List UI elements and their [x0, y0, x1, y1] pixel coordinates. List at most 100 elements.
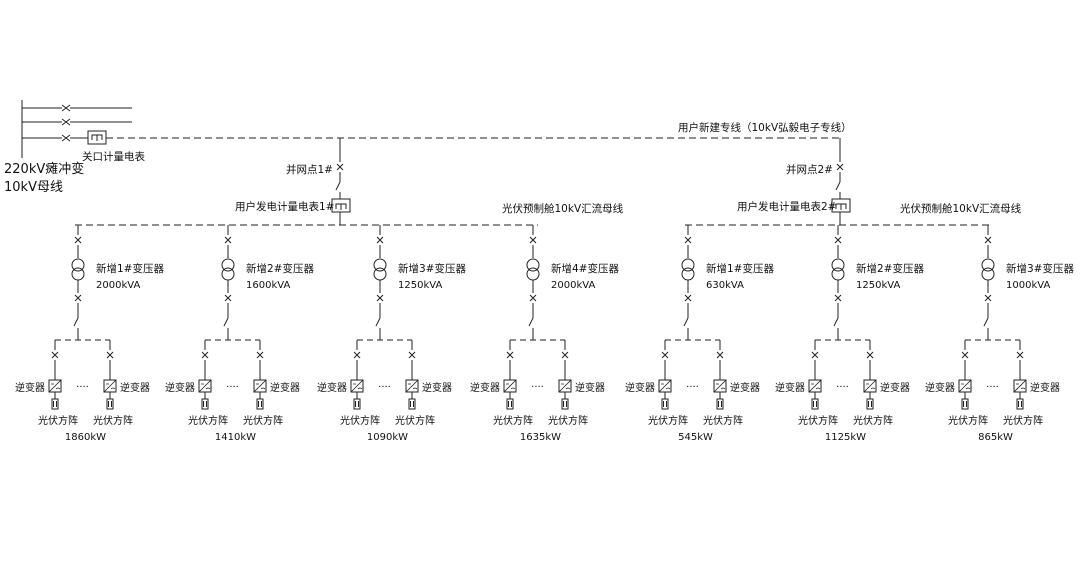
branch-breaker-hv — [529, 236, 537, 244]
grid-point-breaker — [336, 163, 344, 171]
transformer-name: 新增4#变压器 — [551, 262, 619, 275]
pv-array-label: 光伏方阵 — [188, 414, 228, 427]
inverter-breaker — [256, 351, 264, 359]
inverter-breaker — [408, 351, 416, 359]
transformer-winding-lv — [681, 267, 695, 281]
inverter-symbol-mark — [103, 379, 117, 393]
branch-breaker-lv — [74, 294, 82, 302]
transformer-winding-lv — [221, 267, 235, 281]
inverter-label: 逆变器 — [317, 381, 347, 394]
transformer-winding-hv — [831, 258, 845, 272]
pv-total-power: 1090kW — [367, 432, 408, 443]
branch-breaker-lv — [684, 294, 692, 302]
inverter-label: 逆变器 — [470, 381, 500, 394]
inverter-symbol-mark — [253, 379, 267, 393]
transformer-winding-hv — [221, 258, 235, 272]
inverter-breaker — [561, 351, 569, 359]
inverter-breaker — [866, 351, 874, 359]
transformer-name: 新增1#变压器 — [96, 262, 164, 275]
pv-array-symbol — [256, 398, 264, 410]
pv-array-label: 光伏方阵 — [853, 414, 893, 427]
inverter-breaker — [811, 351, 819, 359]
branch-disconnector — [223, 317, 229, 327]
pv-total-power: 1635kW — [520, 432, 561, 443]
gateway-meter-inner — [91, 134, 103, 141]
pv-array-symbol — [353, 398, 361, 410]
inverter-label: 逆变器 — [120, 381, 150, 394]
inverter-label: 逆变器 — [575, 381, 605, 394]
inverter-breaker — [716, 351, 724, 359]
ellipsis-dots: ···· — [686, 382, 699, 393]
inverter-label: 逆变器 — [775, 381, 805, 394]
inverter-label: 逆变器 — [270, 381, 300, 394]
transformer-name: 新增1#变压器 — [706, 262, 774, 275]
pv-total-power: 865kW — [978, 432, 1013, 443]
generation-meter-symbol — [331, 198, 351, 213]
pv-system-2: 并网点2#用户发电计量电表2#光伏预制舱10kV汇流母线新增1#变压器630kV… — [625, 138, 1074, 443]
transformer-winding-lv — [526, 267, 540, 281]
transformer-winding-lv — [71, 267, 85, 281]
branch-breaker-hv — [984, 236, 992, 244]
pv-array-symbol — [51, 398, 59, 410]
dedicated-line-label: 用户新建专线（10kV弘毅电子专线） — [678, 121, 852, 134]
pv-array-label: 光伏方阵 — [798, 414, 838, 427]
ellipsis-dots: ···· — [76, 382, 89, 393]
inverter-breaker — [506, 351, 514, 359]
pv-system-1: 并网点1#用户发电计量电表1#光伏预制舱10kV汇流母线新增1#变压器2000k… — [15, 138, 624, 443]
transformer-capacity: 1250kVA — [398, 280, 442, 291]
branch-breaker-hv — [684, 236, 692, 244]
source-breaker-1 — [61, 104, 71, 112]
collector-bus-label: 光伏预制舱10kV汇流母线 — [502, 202, 624, 215]
inverter-label: 逆变器 — [625, 381, 655, 394]
pv-array-label: 光伏方阵 — [648, 414, 688, 427]
inverter-label: 逆变器 — [422, 381, 452, 394]
inverter-label: 逆变器 — [730, 381, 760, 394]
source-section — [21, 100, 840, 158]
transformer-capacity: 2000kVA — [551, 280, 595, 291]
branch-breaker-lv — [224, 294, 232, 302]
branch-breaker-hv — [224, 236, 232, 244]
collector-bus-label: 光伏预制舱10kV汇流母线 — [900, 202, 1022, 215]
pv-array-label: 光伏方阵 — [703, 414, 743, 427]
grid-point-label: 并网点2# — [786, 163, 833, 176]
transformer-winding-lv — [831, 267, 845, 281]
pv-total-power: 1410kW — [215, 432, 256, 443]
branch-breaker-lv — [529, 294, 537, 302]
inverter-symbol-mark — [1013, 379, 1027, 393]
transformer-name: 新增3#变压器 — [398, 262, 466, 275]
inverter-symbol-mark — [558, 379, 572, 393]
pv-array-symbol — [716, 398, 724, 410]
inverter-symbol-mark — [198, 379, 212, 393]
branch-breaker-lv — [376, 294, 384, 302]
transformer-winding-hv — [681, 258, 695, 272]
inverter-symbol-mark — [503, 379, 517, 393]
transformer-capacity: 1250kVA — [856, 280, 900, 291]
transformer-winding-lv — [373, 267, 387, 281]
pv-array-symbol — [866, 398, 874, 410]
pv-array-label: 光伏方阵 — [395, 414, 435, 427]
transformer-winding-hv — [71, 258, 85, 272]
inverter-symbol-mark — [405, 379, 419, 393]
inverter-symbol-mark — [658, 379, 672, 393]
transformer-winding-hv — [526, 258, 540, 272]
pv-array-symbol — [561, 398, 569, 410]
pv-array-symbol — [408, 398, 416, 410]
inverter-label: 逆变器 — [925, 381, 955, 394]
branch-disconnector — [73, 317, 79, 327]
transformer-winding-hv — [373, 258, 387, 272]
branch-breaker-lv — [834, 294, 842, 302]
